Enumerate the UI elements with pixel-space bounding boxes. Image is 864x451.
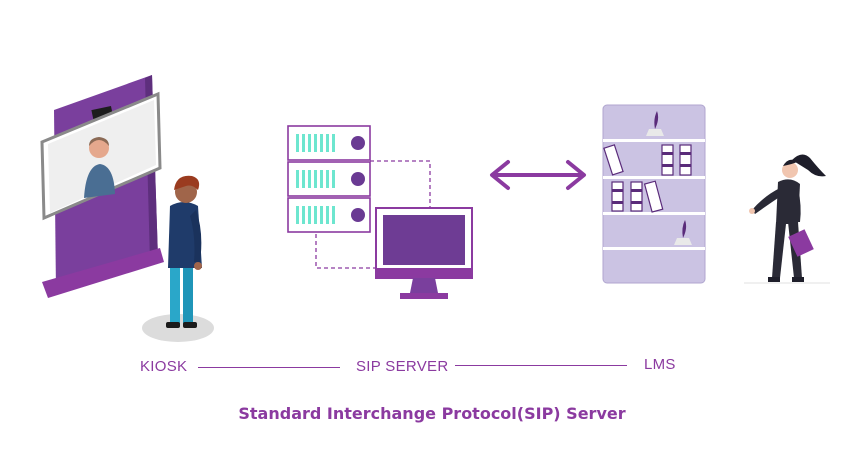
diagram-caption: Standard Interchange Protocol(SIP) Serve… xyxy=(238,404,626,423)
connector-line-left xyxy=(198,367,340,368)
kiosk-icon xyxy=(40,75,164,298)
connector-line-right xyxy=(455,365,627,366)
monitor-icon xyxy=(375,207,473,299)
person-icon xyxy=(142,175,214,342)
bookshelf-icon xyxy=(602,104,706,284)
sip-server-label: SIP SERVER xyxy=(356,358,449,375)
bidirectional-arrow-icon xyxy=(490,160,586,190)
lms-label: LMS xyxy=(644,356,676,373)
kiosk-label: KIOSK xyxy=(140,358,188,375)
server-rack-icon xyxy=(287,125,431,269)
reader-woman-icon xyxy=(744,154,830,284)
